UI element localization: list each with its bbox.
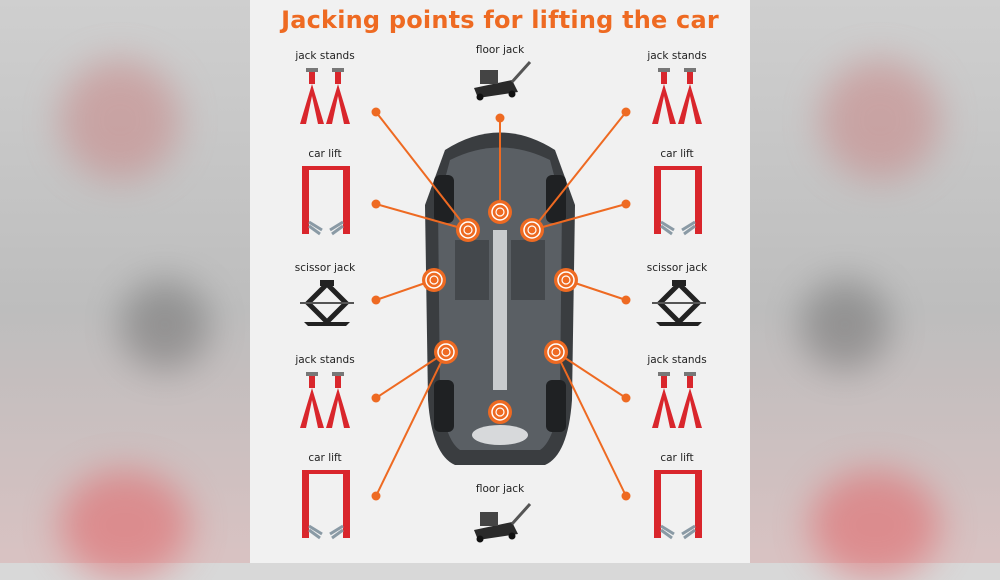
jacking-point-marker-icon [422, 268, 446, 292]
jacking-point-marker-icon [544, 340, 568, 364]
car-lift-icon [654, 470, 702, 540]
label-jack-stands-top-right: jack stands [647, 50, 707, 62]
jacking-point-marker-icon [554, 268, 578, 292]
diagram-canvas [371, 107, 631, 501]
scissor-jack-icon [652, 280, 706, 326]
jacking-point-marker-icon [520, 218, 544, 242]
label-floor-jack-bottom: floor jack [475, 483, 525, 495]
label-jack-stands-top-left: jack stands [295, 50, 355, 62]
jack-stand-icon [300, 68, 350, 124]
label-car-lift-top-left: car lift [308, 148, 342, 160]
jacking-point-markers [422, 200, 578, 424]
label-jack-stands-bottom-right: jack stands [647, 354, 707, 366]
label-scissor-jack-right: scissor jack [646, 262, 708, 274]
background-right [750, 0, 1000, 580]
jacking-point-marker-icon [488, 200, 512, 224]
label-car-lift-bottom-left: car lift [308, 452, 342, 464]
car-lift-icon [654, 166, 702, 236]
endpoint-dots [371, 107, 631, 501]
label-floor-jack-top: floor jack [475, 44, 525, 56]
connector-lines [375, 111, 627, 497]
floor-jack-icon [474, 60, 532, 101]
jack-stand-icon [652, 68, 702, 124]
label-car-lift-top-right: car lift [660, 148, 694, 160]
label-car-lift-bottom-right: car lift [660, 452, 694, 464]
scissor-jack-icon [300, 280, 354, 326]
car-lift-icon [302, 470, 350, 540]
jack-stand-icon [300, 372, 350, 428]
label-scissor-jack-left: scissor jack [294, 262, 356, 274]
diagram-panel: Jacking points for lifting the car [250, 0, 750, 563]
car-lift-icon [302, 166, 350, 236]
floor-jack-icon [474, 502, 532, 543]
jacking-point-marker-icon [456, 218, 480, 242]
jacking-point-marker-icon [434, 340, 458, 364]
background-left [0, 0, 250, 580]
label-jack-stands-bottom-left: jack stands [295, 354, 355, 366]
jacking-point-marker-icon [488, 400, 512, 424]
jack-stand-icon [652, 372, 702, 428]
page-title: Jacking points for lifting the car [281, 6, 719, 34]
